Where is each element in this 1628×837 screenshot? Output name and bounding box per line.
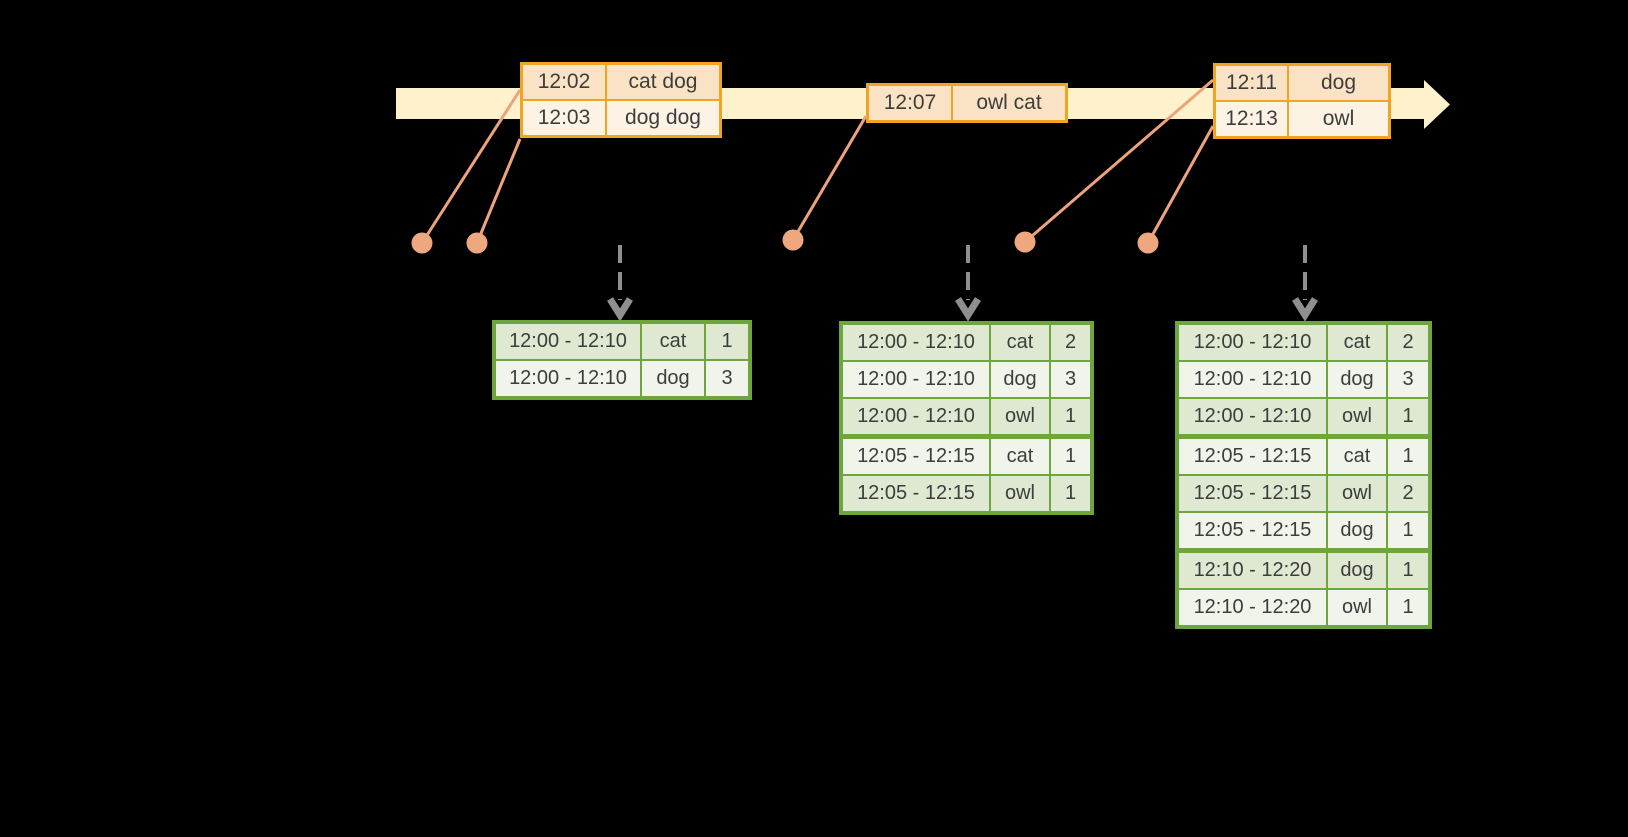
count-cell: 2 <box>1388 476 1428 511</box>
table-row: 12:05 - 12:15 owl 2 <box>1179 476 1428 511</box>
trigger-arrows <box>607 245 1318 322</box>
count-cell: 1 <box>1388 590 1428 625</box>
event-time: 12:13 <box>1216 102 1287 136</box>
event-words: owl cat <box>953 86 1065 120</box>
trigger-arrow-head-icon <box>955 297 981 322</box>
table-row: 12:05 - 12:15 owl 1 <box>843 476 1090 511</box>
window-cell: 12:10 - 12:20 <box>1179 553 1326 588</box>
event-table-3: 12:11 dog 12:13 owl <box>1213 63 1391 139</box>
count-cell: 3 <box>1388 362 1428 397</box>
count-cell: 1 <box>1051 439 1090 474</box>
event-dot-icon <box>411 232 433 254</box>
event-table-1: 12:02 cat dog 12:03 dog dog <box>520 62 722 138</box>
event-words: owl <box>1289 102 1388 136</box>
word-cell: dog <box>642 361 704 396</box>
table-row: 12:00 - 12:10 owl 1 <box>843 399 1090 434</box>
table-row: 12:10 - 12:20 owl 1 <box>1179 590 1428 625</box>
word-cell: cat <box>1328 439 1386 474</box>
event-table-2: 12:07 owl cat <box>866 83 1068 123</box>
word-cell: dog <box>1328 362 1386 397</box>
event-words: dog dog <box>607 101 719 135</box>
count-cell: 1 <box>706 324 748 359</box>
window-cell: 12:05 - 12:15 <box>843 439 989 474</box>
window-cell: 12:10 - 12:20 <box>1179 590 1326 625</box>
count-cell: 2 <box>1051 325 1090 360</box>
connector-line <box>791 115 868 241</box>
event-time: 12:02 <box>523 65 605 99</box>
word-cell: cat <box>991 439 1049 474</box>
window-cell: 12:00 - 12:10 <box>496 361 640 396</box>
table-row: 12:05 - 12:15 dog 1 <box>1179 513 1428 548</box>
table-row: 12:05 - 12:15 cat 1 <box>1179 439 1428 474</box>
count-cell: 1 <box>1388 513 1428 548</box>
event-time: 12:11 <box>1216 66 1287 100</box>
table-row: 12:00 - 12:10 dog 3 <box>496 361 748 396</box>
word-cell: owl <box>991 476 1049 511</box>
table-row: 12:00 - 12:10 owl 1 <box>1179 399 1428 434</box>
event-dot-icon <box>466 232 488 254</box>
event-words: dog <box>1289 66 1388 100</box>
table-row: 12:00 - 12:10 cat 2 <box>1179 325 1428 360</box>
word-cell: owl <box>1328 476 1386 511</box>
trigger-arrow-head-icon <box>1292 297 1318 322</box>
window-cell: 12:05 - 12:15 <box>843 476 989 511</box>
timeline-arrowhead-icon <box>1424 80 1450 129</box>
word-cell: owl <box>991 399 1049 434</box>
event-row: 12:03 dog dog <box>523 101 719 135</box>
event-time: 12:07 <box>869 86 951 120</box>
word-cell: owl <box>1328 590 1386 625</box>
table-row: 12:00 - 12:10 dog 3 <box>843 362 1090 397</box>
count-cell: 1 <box>1051 399 1090 434</box>
window-cell: 12:00 - 12:10 <box>843 325 989 360</box>
connector-line <box>475 138 522 244</box>
event-time: 12:03 <box>523 101 605 135</box>
window-cell: 12:00 - 12:10 <box>843 362 989 397</box>
window-cell: 12:00 - 12:10 <box>496 324 640 359</box>
connector-line <box>1146 125 1215 244</box>
result-table-2: 12:00 - 12:10 cat 2 12:00 - 12:10 dog 3 … <box>839 321 1094 515</box>
window-cell: 12:00 - 12:10 <box>843 399 989 434</box>
table-row: 12:00 - 12:10 cat 2 <box>843 325 1090 360</box>
word-cell: cat <box>1328 325 1386 360</box>
window-cell: 12:05 - 12:15 <box>1179 476 1326 511</box>
count-cell: 1 <box>1388 553 1428 588</box>
window-cell: 12:05 - 12:15 <box>1179 513 1326 548</box>
result-table-3: 12:00 - 12:10 cat 2 12:00 - 12:10 dog 3 … <box>1175 321 1432 629</box>
event-row: 12:07 owl cat <box>869 86 1065 120</box>
table-row: 12:00 - 12:10 dog 3 <box>1179 362 1428 397</box>
event-dot-icon <box>1014 231 1036 253</box>
count-cell: 1 <box>1388 399 1428 434</box>
word-cell: cat <box>991 325 1049 360</box>
event-row: 12:02 cat dog <box>523 65 719 99</box>
table-row: 12:10 - 12:20 dog 1 <box>1179 553 1428 588</box>
event-dots <box>411 229 1159 254</box>
event-words: cat dog <box>607 65 719 99</box>
result-table-1: 12:00 - 12:10 cat 1 12:00 - 12:10 dog 3 <box>492 320 752 400</box>
event-row: 12:11 dog <box>1216 66 1388 100</box>
word-cell: dog <box>991 362 1049 397</box>
word-cell: dog <box>1328 513 1386 548</box>
window-cell: 12:00 - 12:10 <box>1179 325 1326 360</box>
table-row: 12:05 - 12:15 cat 1 <box>843 439 1090 474</box>
count-cell: 1 <box>1388 439 1428 474</box>
count-cell: 2 <box>1388 325 1428 360</box>
event-dot-icon <box>782 229 804 251</box>
count-cell: 1 <box>1051 476 1090 511</box>
window-cell: 12:00 - 12:10 <box>1179 399 1326 434</box>
word-cell: dog <box>1328 553 1386 588</box>
word-cell: owl <box>1328 399 1386 434</box>
event-dot-icon <box>1137 232 1159 254</box>
event-row: 12:13 owl <box>1216 102 1388 136</box>
table-row: 12:00 - 12:10 cat 1 <box>496 324 748 359</box>
window-cell: 12:00 - 12:10 <box>1179 362 1326 397</box>
word-cell: cat <box>642 324 704 359</box>
count-cell: 3 <box>1051 362 1090 397</box>
trigger-arrow-head-icon <box>607 297 633 322</box>
window-cell: 12:05 - 12:15 <box>1179 439 1326 474</box>
count-cell: 3 <box>706 361 748 396</box>
